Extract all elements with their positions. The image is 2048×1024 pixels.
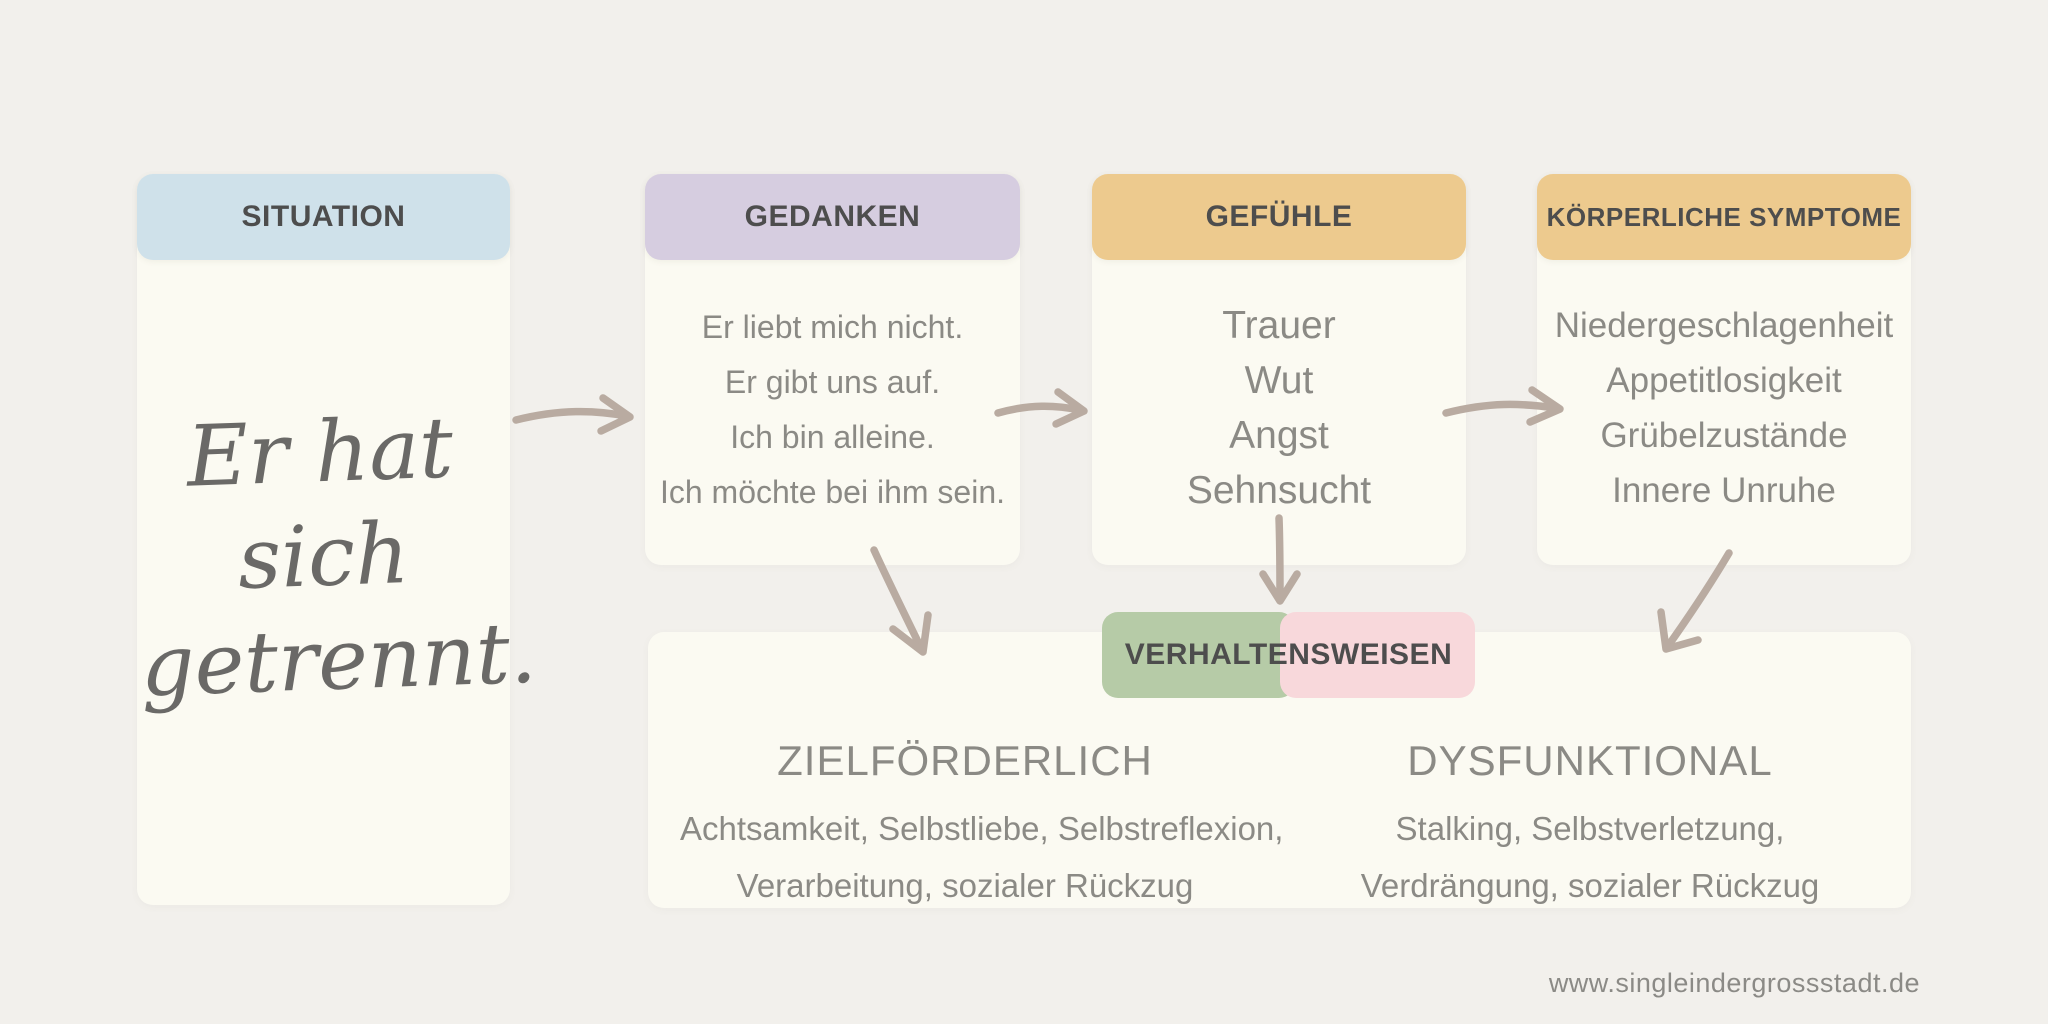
footer-url: www.singleindergrossstadt.de (1548, 968, 1920, 998)
script-line: sich (236, 504, 411, 608)
verhaltensweisen-badge-green (1102, 612, 1295, 698)
arrow-situation-to-gedanken-icon (512, 394, 634, 435)
situation-header: SITUATION (137, 174, 510, 260)
gedanken-list: Er liebt mich nicht. Er gibt uns auf. Ic… (645, 300, 1020, 520)
symptome-list: Niedergeschlagenheit Appetitlosigkeit Gr… (1537, 298, 1911, 518)
gefuehle-item: Angst (1229, 414, 1329, 457)
verhaltensweisen-badge-pink (1280, 612, 1475, 698)
zielfoerderlich-line: Verarbeitung, sozialer Rückzug (736, 867, 1194, 904)
gefuehle-item: Wut (1244, 359, 1314, 402)
gedanken-item: Er liebt mich nicht. (701, 309, 964, 345)
gefuehle-list: Trauer Wut Angst Sehnsucht (1092, 298, 1466, 518)
gedanken-item: Ich möchte bei ihm sein. (659, 474, 1006, 510)
dysfunktional-title: DYSFUNKTIONAL (1407, 737, 1773, 784)
zielfoerderlich-section: ZIELFÖRDERLICH Achtsamkeit, Selbstliebe,… (680, 732, 1284, 914)
verhaltensweisen-badge-label: VERHALTENSWEISEN (1124, 638, 1453, 671)
dysfunktional-line: Verdrängung, sozialer Rückzug (1360, 867, 1820, 904)
dysfunktional-line: Stalking, Selbstverletzung, (1395, 810, 1785, 847)
gedanken-header: GEDANKEN (645, 174, 1020, 260)
gedanken-item: Er gibt uns auf. (724, 364, 941, 400)
zielfoerderlich-title: ZIELFÖRDERLICH (777, 737, 1153, 784)
gefuehle-item: Sehnsucht (1186, 469, 1372, 512)
script-line: getrennt. (139, 603, 538, 716)
gefuehle-item: Trauer (1222, 304, 1336, 347)
symptome-item: Innere Unruhe (1612, 471, 1836, 510)
situation-script-text: Er hat sich getrennt. (132, 394, 538, 719)
symptome-item: Niedergeschlagenheit (1554, 306, 1894, 345)
symptome-item: Grübelzustände (1600, 416, 1848, 455)
dysfunktional-section: DYSFUNKTIONAL Stalking, Selbstverletzung… (1330, 732, 1850, 914)
script-line: Er hat (185, 398, 455, 506)
zielfoerderlich-line: Achtsamkeit, Selbstliebe, Selbstreflexio… (680, 810, 1284, 847)
situation-card (137, 174, 510, 905)
gefuehle-header: GEFÜHLE (1092, 174, 1466, 260)
gedanken-item: Ich bin alleine. (730, 419, 935, 455)
symptome-item: Appetitlosigkeit (1606, 361, 1842, 400)
symptome-header: KÖRPERLICHE SYMPTOME (1537, 174, 1911, 260)
